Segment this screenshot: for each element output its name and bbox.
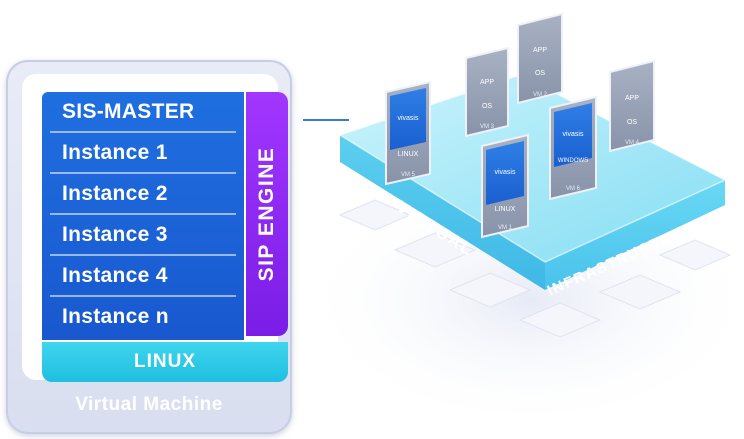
instance-divider: [50, 131, 236, 133]
instance-3: Instance 3: [62, 223, 168, 246]
vm-card-6: vivasis WINDOWS VM 6: [549, 95, 597, 201]
instance-divider: [50, 254, 236, 256]
vm-inner-frame: SIS-MASTER Instance 1 Instance 2 Instanc…: [22, 74, 288, 382]
vm-card-4-mid: OS: [627, 119, 637, 126]
vm-card-6-bottom: VM 6: [566, 186, 581, 192]
vm-card-6-top: vivasis: [562, 131, 584, 138]
linux-os-bar: LINUX: [42, 342, 288, 382]
vm-card-4-top: APP: [625, 95, 639, 102]
instance-list: SIS-MASTER Instance 1 Instance 2 Instanc…: [42, 92, 244, 340]
floor-tiles: [338, 199, 732, 338]
vm-card-3-top: APP: [480, 79, 494, 86]
instance-2: Instance 2: [62, 182, 168, 205]
instance-divider: [50, 172, 236, 174]
instance-1: Instance 1: [62, 141, 168, 164]
connector-line: [303, 119, 349, 121]
instance-divider: [50, 213, 236, 215]
infrastructure-illustration: VIRTUAL INFRASTRUCTURE APP OS VM 2 APP O…: [300, 0, 744, 439]
vm-card-1-bottom: VM 1: [498, 225, 513, 231]
sip-engine-bar: SIP ENGINE: [246, 92, 288, 336]
vm-card-4-bottom: VM 4: [625, 140, 640, 146]
vm-card-1: vivasis LINUX VM 1: [481, 133, 529, 239]
infrastructure-svg: VIRTUAL INFRASTRUCTURE APP OS VM 2 APP O…: [300, 12, 744, 430]
vm-card-1-mid: LINUX: [495, 206, 516, 213]
instance-n: Instance n: [62, 305, 169, 328]
instance-divider: [50, 295, 236, 297]
vm-card-5-bottom: VM 5: [401, 172, 416, 178]
instance-sis-master: SIS-MASTER: [62, 100, 195, 123]
vm-card-5: vivasis LINUX VM 5: [385, 80, 431, 186]
instance-4: Instance 4: [62, 264, 168, 287]
vm-card-2-mid: OS: [535, 70, 545, 77]
vm-card-3-bottom: VM 3: [480, 124, 495, 130]
sip-engine-label: SIP ENGINE: [255, 146, 278, 282]
vm-title: Virtual Machine: [75, 394, 223, 415]
vm-card-4: APP OS VM 4: [609, 59, 655, 153]
vm-card-5-mid: LINUX: [398, 151, 419, 158]
vm-card-2: APP OS VM 2: [517, 12, 563, 105]
vm-card-3-mid: OS: [482, 103, 492, 110]
vm-card-2-top: APP: [533, 47, 547, 54]
vm-card-6-mid: WINDOWS: [558, 158, 588, 164]
vm-card-3: APP OS VM 3: [465, 46, 509, 138]
vm-card-5-top: vivasis: [397, 115, 419, 122]
vm-card-1-top: vivasis: [494, 169, 516, 176]
virtual-machine-panel: SIS-MASTER Instance 1 Instance 2 Instanc…: [6, 60, 292, 434]
vm-card-2-bottom: VM 2: [533, 92, 548, 98]
